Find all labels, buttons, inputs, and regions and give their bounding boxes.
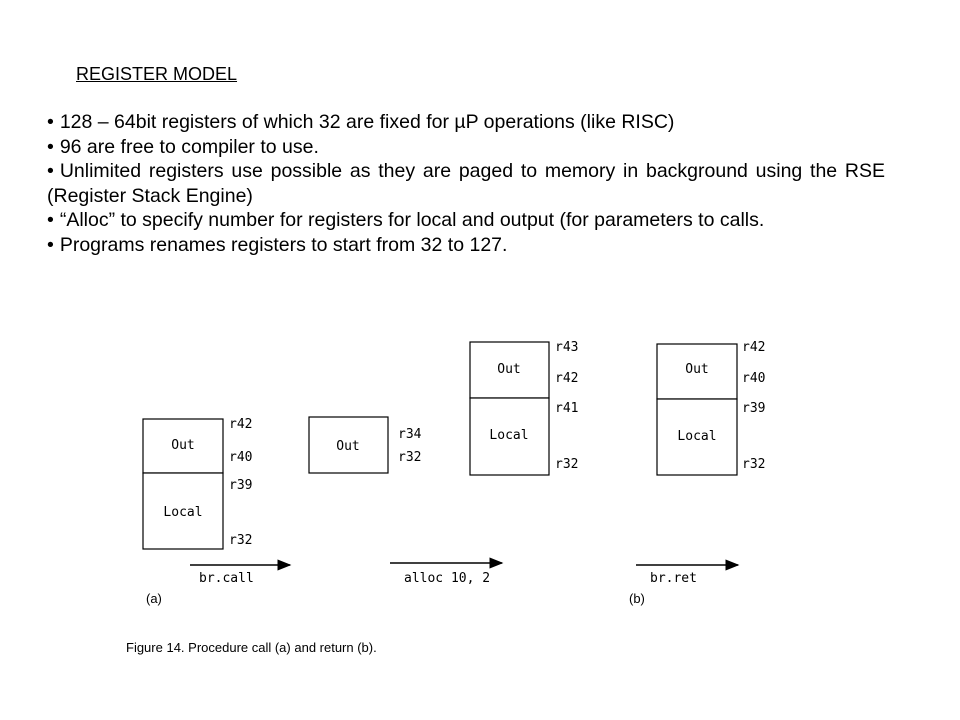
- register-label: r40: [229, 450, 252, 465]
- register-label: r43: [555, 340, 578, 355]
- register-label: r32: [229, 533, 252, 548]
- part-label-a: (a): [146, 591, 162, 606]
- frame-4: Out Local r42 r40 r39 r32: [656, 340, 765, 476]
- register-label: r32: [742, 457, 765, 472]
- register-label: r42: [742, 340, 765, 355]
- frame-4-local-box: [656, 398, 738, 476]
- transition-arrows: br.call alloc 10, 2 br.ret: [190, 557, 740, 586]
- bullet-item: •Unlimited registers use possible as the…: [47, 160, 885, 207]
- frame-1-local-label: Local: [163, 505, 202, 520]
- slide-heading: REGISTER MODEL: [76, 64, 238, 84]
- register-label: r32: [555, 457, 578, 472]
- register-label: r40: [742, 371, 765, 386]
- frame-4-local-label: Local: [677, 429, 716, 444]
- frame-3: Out Local r43 r42 r41 r32: [469, 340, 578, 476]
- frame-4-out-label: Out: [685, 362, 708, 377]
- frame-3-local-box: [469, 397, 550, 476]
- register-label: r42: [555, 371, 578, 386]
- bullet-item: •128 – 64bit registers of which 32 are f…: [47, 111, 675, 133]
- frame-1-local-box: [142, 472, 224, 550]
- arrow-label: alloc 10, 2: [404, 571, 490, 586]
- frame-3-local-label: Local: [489, 428, 528, 443]
- bullet-item: •“Alloc” to specify number for registers…: [47, 209, 765, 231]
- register-label: r39: [229, 478, 252, 493]
- bullet-list: •128 – 64bit registers of which 32 are f…: [47, 110, 885, 257]
- frame-1: Out Local r42 r40 r39 r32: [142, 417, 252, 550]
- arrow-label: br.ret: [650, 571, 697, 586]
- register-label: r34: [398, 427, 422, 442]
- bullet-item: •Programs renames registers to start fro…: [47, 233, 508, 256]
- bullet-item: •96 are free to compiler to use.: [47, 135, 319, 158]
- register-label: r32: [398, 450, 421, 465]
- register-label: r42: [229, 417, 252, 432]
- part-label-b: (b): [629, 591, 645, 606]
- figure-caption: Figure 14. Procedure call (a) and return…: [126, 640, 377, 655]
- frame-1-out-label: Out: [171, 438, 194, 453]
- frame-2: Out r34 r32: [308, 416, 422, 474]
- arrow-label: br.call: [199, 571, 254, 586]
- frame-3-out-label: Out: [497, 362, 520, 377]
- frame-2-out-label: Out: [336, 439, 359, 454]
- register-label: r39: [742, 401, 765, 416]
- frame-2-out-box: [308, 416, 389, 474]
- frame-4-out-box: [656, 343, 738, 400]
- register-label: r41: [555, 401, 578, 416]
